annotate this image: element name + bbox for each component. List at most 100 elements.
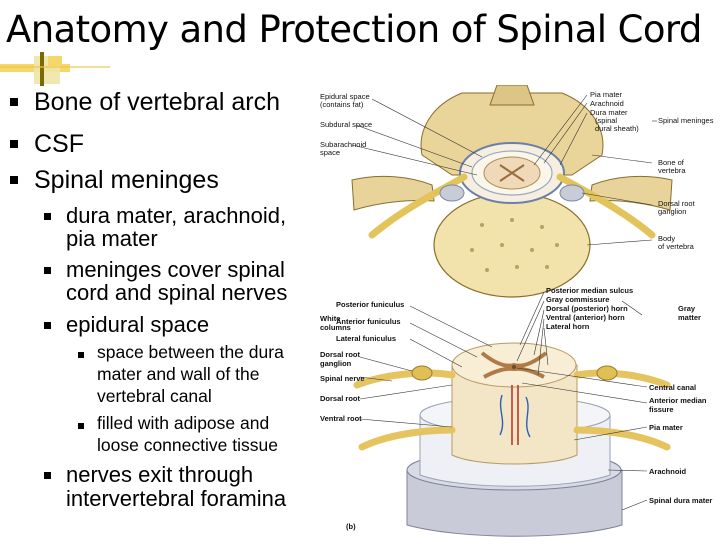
label-anterior-median: Anterior median bbox=[649, 396, 707, 405]
accent-vertical-line bbox=[40, 52, 44, 86]
bullet-text-line: pia mater bbox=[66, 226, 158, 251]
spinal-cord-figure: Epidural space (contains fat) Subdural s… bbox=[312, 84, 720, 540]
label-lateral-horn: Lateral horn bbox=[546, 322, 590, 331]
dorsal-root-ganglion-bottom-right bbox=[596, 365, 618, 381]
bullet-marker bbox=[44, 213, 51, 220]
spinal-veins bbox=[499, 394, 531, 438]
label-space: space bbox=[320, 148, 340, 157]
accent-small-square bbox=[48, 56, 62, 66]
label-posterior-funiculus: Posterior funiculus bbox=[336, 300, 404, 309]
spinal-nerve-lower-left bbox=[358, 426, 456, 451]
label-columns: columns bbox=[320, 323, 351, 332]
label-contains-fat: (contains fat) bbox=[320, 100, 364, 109]
bullet-text: CSF bbox=[34, 130, 84, 158]
spinal-cord-body bbox=[451, 364, 578, 465]
bullet-marker bbox=[44, 267, 51, 274]
label-ganglion-bottom: ganglion bbox=[320, 359, 352, 368]
bullet-text-line: epidural space bbox=[66, 312, 210, 337]
label-dorsal-root-bottom: Dorsal root bbox=[320, 394, 361, 403]
dorsal-root-ganglion-right bbox=[559, 184, 585, 202]
bullet-text-line: space between the dura bbox=[97, 342, 284, 362]
bullet-text-line: dura mater, arachnoid, bbox=[66, 203, 287, 228]
label-posterior-median-sulcus: Posterior median sulcus bbox=[546, 286, 633, 295]
spinal-nerve-right bbox=[556, 173, 656, 239]
vertebral-body bbox=[433, 192, 591, 298]
central-canal-dot bbox=[512, 365, 516, 369]
label-arachnoid-bottom: Arachnoid bbox=[649, 467, 687, 476]
bullet-marker bbox=[78, 423, 84, 429]
label-subarachnoid: Subarachnoid bbox=[320, 140, 366, 149]
label-arachnoid: Arachnoid bbox=[590, 99, 624, 108]
bullet-list: Bone of vertebral arch CSF Spinal mening… bbox=[0, 0, 320, 540]
bullet-text-line: nerves exit through bbox=[66, 462, 254, 487]
spinal-cord-3d-section bbox=[353, 342, 671, 537]
top-figure-labels: Epidural space (contains fat) Subdural s… bbox=[320, 90, 714, 251]
transverse-process-left bbox=[351, 175, 435, 211]
label-ventral-root: Ventral root bbox=[320, 414, 362, 423]
bottom-figure-labels: White columns Posterior funiculus Anteri… bbox=[320, 286, 712, 531]
vertebral-body-pores bbox=[470, 218, 559, 272]
dorsal-root-ganglion-bottom-left bbox=[411, 365, 433, 381]
bullet-marker bbox=[10, 176, 18, 184]
spinal-nerve-upper-right bbox=[573, 369, 671, 389]
bullet-marker bbox=[10, 140, 18, 148]
label-dural-sheath: dural sheath) bbox=[595, 124, 639, 133]
slide-title: Anatomy and Protection of Spinal Cord bbox=[6, 8, 702, 51]
bullet-text-line: intervertebral foramina bbox=[66, 486, 287, 511]
dorsal-root-ganglion-left bbox=[439, 184, 465, 202]
anterior-spinal-vessels bbox=[511, 385, 519, 445]
label-dorsal-root: Dorsal root bbox=[658, 199, 696, 208]
spinal-nerve-upper-left bbox=[353, 369, 456, 389]
label-gray: Gray bbox=[678, 304, 696, 313]
bullet-text-line: meninges cover spinal bbox=[66, 257, 285, 282]
bullet-text: Spinal meninges bbox=[34, 166, 219, 194]
top-leader-lines bbox=[351, 94, 657, 246]
label-spinal-meninges: Spinal meninges bbox=[658, 116, 714, 125]
label-dura-mater: Dura mater bbox=[590, 108, 628, 117]
vertebra-cross-section bbox=[351, 84, 673, 298]
label-pia-mater: Pia mater bbox=[590, 90, 623, 99]
label-epidural-space: Epidural space bbox=[320, 92, 370, 101]
bullet-text-line: loose connective tissue bbox=[97, 435, 278, 455]
label-of-vertebra: of vertebra bbox=[658, 242, 695, 251]
bullet-text-line: cord and spinal nerves bbox=[66, 280, 288, 305]
bullet-marker bbox=[44, 322, 51, 329]
label-spinal: (spinal bbox=[595, 116, 617, 125]
label-gray-commissure: Gray commissure bbox=[546, 295, 609, 304]
title-accent-decoration bbox=[0, 52, 110, 92]
accent-thin-line bbox=[0, 66, 110, 68]
label-dorsal-root-ganglion: Dorsal root bbox=[320, 350, 361, 359]
accent-shapes bbox=[0, 52, 110, 86]
label-pia-mater-bottom: Pia mater bbox=[649, 423, 683, 432]
label-spinal-nerve: Spinal nerve bbox=[320, 374, 365, 383]
label-white: White bbox=[320, 314, 340, 323]
spinous-process bbox=[489, 84, 535, 106]
label-subdural-space: Subdural space bbox=[320, 120, 372, 129]
label-matter: matter bbox=[678, 313, 701, 322]
label-ganglion: ganglion bbox=[658, 207, 686, 216]
spinal-nerve-lower-right bbox=[573, 426, 671, 451]
bullet-marker bbox=[44, 472, 51, 479]
bullet-marker bbox=[10, 98, 18, 106]
bullet-marker bbox=[78, 352, 84, 358]
spinal-cord-illustration: Epidural space (contains fat) Subdural s… bbox=[320, 84, 714, 537]
label-spinal-dura-mater: Spinal dura mater bbox=[649, 496, 712, 505]
panel-tag: (b) bbox=[346, 522, 356, 531]
label-ventral-horn: Ventral (anterior) horn bbox=[546, 313, 625, 322]
vertebral-arch bbox=[420, 92, 604, 176]
gray-matter-h bbox=[499, 164, 525, 182]
spinal-nerve-left bbox=[368, 173, 468, 239]
label-central-canal: Central canal bbox=[649, 383, 696, 392]
bottom-leader-lines bbox=[359, 291, 648, 511]
label-fissure: fissure bbox=[649, 405, 674, 414]
label-anterior-funiculus: Anterior funiculus bbox=[336, 317, 401, 326]
bullet-text-line: vertebral canal bbox=[97, 386, 212, 406]
label-body: Body bbox=[658, 234, 675, 243]
label-vertebra: vertebra bbox=[658, 166, 686, 175]
bullet-text-line: filled with adipose and bbox=[97, 413, 270, 433]
transverse-process-right bbox=[589, 175, 673, 211]
label-lateral-funiculus: Lateral funiculus bbox=[336, 334, 396, 343]
bullet-text: Bone of vertebral arch bbox=[34, 88, 280, 116]
label-dorsal-horn: Dorsal (posterior) horn bbox=[546, 304, 628, 313]
bullet-text-line: mater and wall of the bbox=[97, 364, 260, 384]
